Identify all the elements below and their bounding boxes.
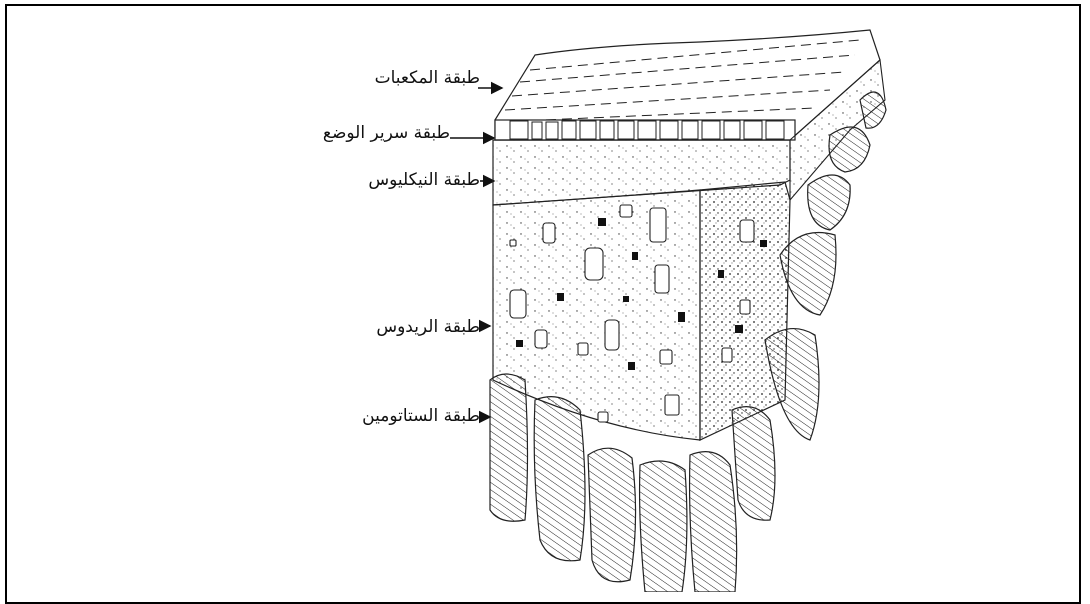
road-layers-illustration <box>0 0 1090 592</box>
